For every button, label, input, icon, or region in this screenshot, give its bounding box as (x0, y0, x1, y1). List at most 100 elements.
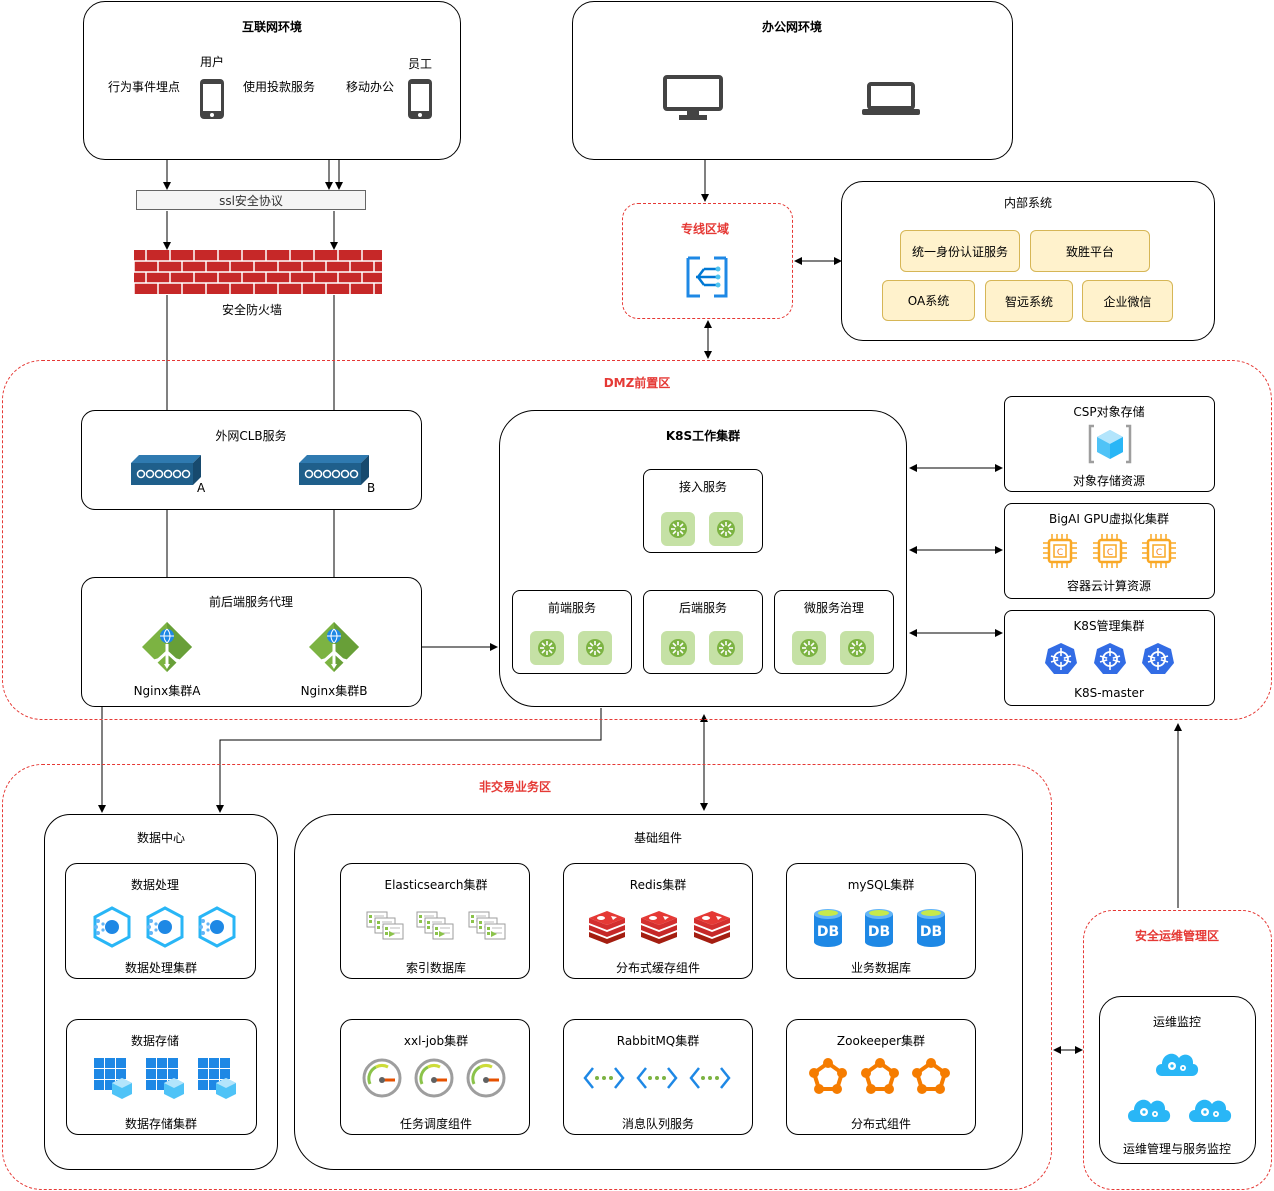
frontend-service-title: 前端服务 (547, 601, 597, 615)
data-storage-icon (92, 1056, 134, 1104)
redis-icon (639, 908, 679, 950)
zookeeper-cluster-sub: 分布式组件 (850, 1117, 912, 1131)
data-storage-title: 数据存储 (130, 1034, 180, 1048)
cloud-gear-icon (1185, 1088, 1233, 1128)
message-queue-icon (689, 1066, 731, 1094)
investment-label: 使用投款服务 (243, 80, 316, 94)
internet-env-title: 互联网环境 (241, 20, 303, 34)
gpu-chip-icon: C (1093, 534, 1127, 572)
data-processing-icon (92, 906, 132, 951)
internet-env-box (83, 1, 461, 160)
svg-text:C: C (1156, 548, 1162, 558)
ssl-label: ssl安全协议 (219, 193, 283, 208)
kubernetes-icon (1094, 642, 1126, 679)
data-storage-icon (144, 1056, 186, 1104)
rabbitmq-cluster-title: RabbitMQ集群 (616, 1034, 700, 1048)
office-env-box (572, 1, 1013, 160)
es-cluster-sub: 索引数据库 (405, 961, 467, 975)
pod-icon (530, 631, 564, 669)
secops-zone (1083, 910, 1272, 1190)
laptop-icon (862, 82, 920, 115)
dedicated-zone (622, 203, 793, 319)
dmz-title: DMZ前置区 (603, 376, 671, 390)
smartphone-icon (200, 79, 224, 119)
proxy-box (81, 577, 422, 707)
employee-label: 员工 (407, 57, 433, 71)
gpu-chip-icon: C (1142, 534, 1176, 572)
k8s-mgmt-sub: K8S-master (1074, 686, 1144, 700)
load-balancer-icon (299, 455, 369, 485)
message-queue-icon (583, 1066, 625, 1094)
dedicated-title: 专线区域 (680, 222, 730, 236)
internal-system-item: 智远系统 (985, 280, 1073, 322)
ops-monitor-sub: 运维管理与服务监控 (1122, 1142, 1232, 1156)
backend-service-title: 后端服务 (678, 601, 728, 615)
clb-b-label: B (367, 481, 376, 495)
zookeeper-icon (808, 1057, 848, 1101)
zookeeper-icon (860, 1057, 900, 1101)
object-storage-cube-icon (1088, 424, 1132, 464)
svg-text:DB: DB (920, 924, 942, 940)
xxljob-cluster-title: xxl-job集群 (403, 1034, 469, 1048)
firewall-label: 安全防火墙 (221, 303, 283, 317)
kubernetes-icon (1142, 642, 1174, 679)
gpu-cluster-sub: 容器云计算资源 (1066, 579, 1152, 593)
svg-text:C: C (1057, 548, 1063, 558)
data-processing-icon (197, 906, 237, 951)
ops-monitor-box (1099, 996, 1256, 1164)
dmz-zone (2, 360, 1272, 720)
data-center-title: 数据中心 (136, 831, 186, 845)
k8s-mgmt-title: K8S管理集群 (1073, 619, 1145, 633)
gauge-icon (362, 1058, 404, 1104)
k8s-work-cluster-title: K8S工作集群 (665, 429, 741, 443)
es-cluster-title: Elasticsearch集群 (384, 878, 488, 892)
nontrade-zone (2, 764, 1052, 1190)
zookeeper-cluster-title: Zookeeper集群 (836, 1034, 926, 1048)
data-processing-sub: 数据处理集群 (124, 961, 198, 975)
internal-system-item: 致胜平台 (1030, 230, 1150, 272)
elasticsearch-icon (467, 910, 507, 946)
pod-icon (709, 512, 743, 550)
csp-storage-sub: 对象存储资源 (1072, 474, 1146, 488)
pod-icon (661, 631, 695, 669)
rabbitmq-cluster-box (563, 1019, 753, 1135)
database-icon: DB (812, 908, 844, 954)
internal-systems-title: 内部系统 (1003, 196, 1053, 210)
nginx-a-label: Nginx集群A (133, 684, 201, 698)
pod-icon (578, 631, 612, 669)
proxy-title: 前后端服务代理 (208, 595, 294, 609)
cloud-gear-icon (1152, 1042, 1200, 1082)
kubernetes-icon (1045, 642, 1077, 679)
ssl-bar: ssl安全协议 (136, 190, 366, 210)
data-storage-sub: 数据存储集群 (124, 1117, 198, 1131)
office-env-title: 办公网环境 (761, 20, 823, 34)
gpu-cluster-title: BigAI GPU虚拟化集群 (1048, 512, 1170, 526)
internal-system-item: 企业微信 (1082, 280, 1173, 322)
pod-icon (840, 631, 874, 669)
elasticsearch-icon (415, 910, 455, 946)
elasticsearch-icon (365, 910, 405, 946)
pod-icon (661, 512, 695, 550)
nontrade-title: 非交易业务区 (478, 780, 552, 794)
svg-text:DB: DB (868, 924, 890, 940)
database-icon: DB (863, 908, 895, 954)
redis-cluster-sub: 分布式缓存组件 (615, 961, 701, 975)
rabbitmq-cluster-sub: 消息队列服务 (621, 1117, 695, 1131)
zookeeper-icon (911, 1057, 951, 1101)
smartphone-icon (408, 79, 432, 119)
svg-text:DB: DB (817, 924, 839, 940)
pod-icon (792, 631, 826, 669)
cloud-gear-icon (1124, 1088, 1172, 1128)
mysql-cluster-title: mySQL集群 (847, 878, 915, 892)
data-processing-icon (145, 906, 185, 951)
base-components-title: 基础组件 (633, 831, 683, 845)
microservice-gov-title: 微服务治理 (803, 601, 865, 615)
desktop-monitor-icon (663, 75, 723, 120)
nginx-gateway-icon (309, 622, 359, 672)
database-icon: DB (915, 908, 947, 954)
clb-title: 外网CLB服务 (215, 429, 287, 443)
clb-a-label: A (197, 481, 206, 495)
data-storage-icon (196, 1056, 238, 1104)
tracking-label: 行为事件埋点 (108, 80, 181, 94)
gauge-icon (466, 1058, 508, 1104)
